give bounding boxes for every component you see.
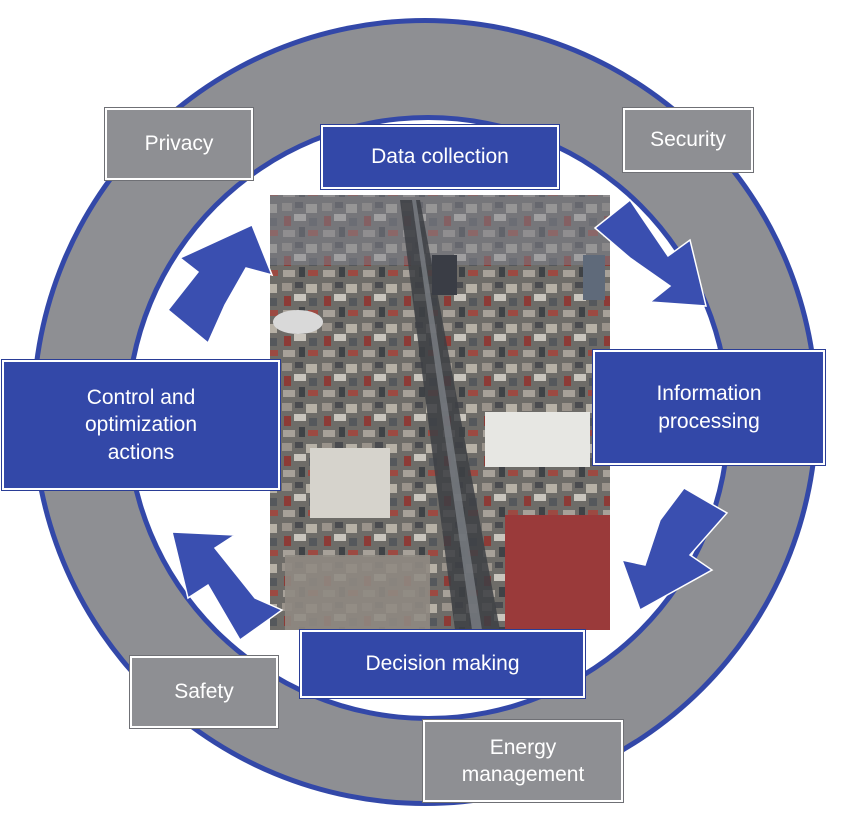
concern-energy-management: Energy management — [422, 719, 624, 803]
concern-privacy: Privacy — [104, 107, 254, 181]
stage-control-actions: Control and optimization actions — [1, 359, 281, 491]
stage-data-collection-label: Data collection — [371, 145, 509, 169]
concern-safety-label: Safety — [174, 680, 234, 704]
stage-information-processing-label: Information processing — [656, 382, 762, 433]
stage-decision-making-label: Decision making — [365, 652, 520, 676]
stage-data-collection: Data collection — [320, 124, 560, 190]
city-photo — [270, 195, 610, 630]
concern-security: Security — [622, 107, 754, 173]
stage-decision-making: Decision making — [299, 629, 586, 699]
arrow-to-decision-making — [620, 487, 729, 612]
concern-energy-management-label: Energy management — [461, 735, 585, 786]
arrow-to-information-processing — [593, 198, 707, 307]
concern-privacy-label: Privacy — [144, 132, 214, 156]
stage-control-actions-label: Control and optimization actions — [84, 386, 198, 464]
stage-information-processing: Information processing — [592, 349, 826, 466]
concern-safety: Safety — [129, 655, 279, 729]
arrow-to-data-collection — [166, 223, 274, 345]
arrow-to-control-actions — [171, 531, 284, 642]
concern-security-label: Security — [650, 128, 726, 152]
